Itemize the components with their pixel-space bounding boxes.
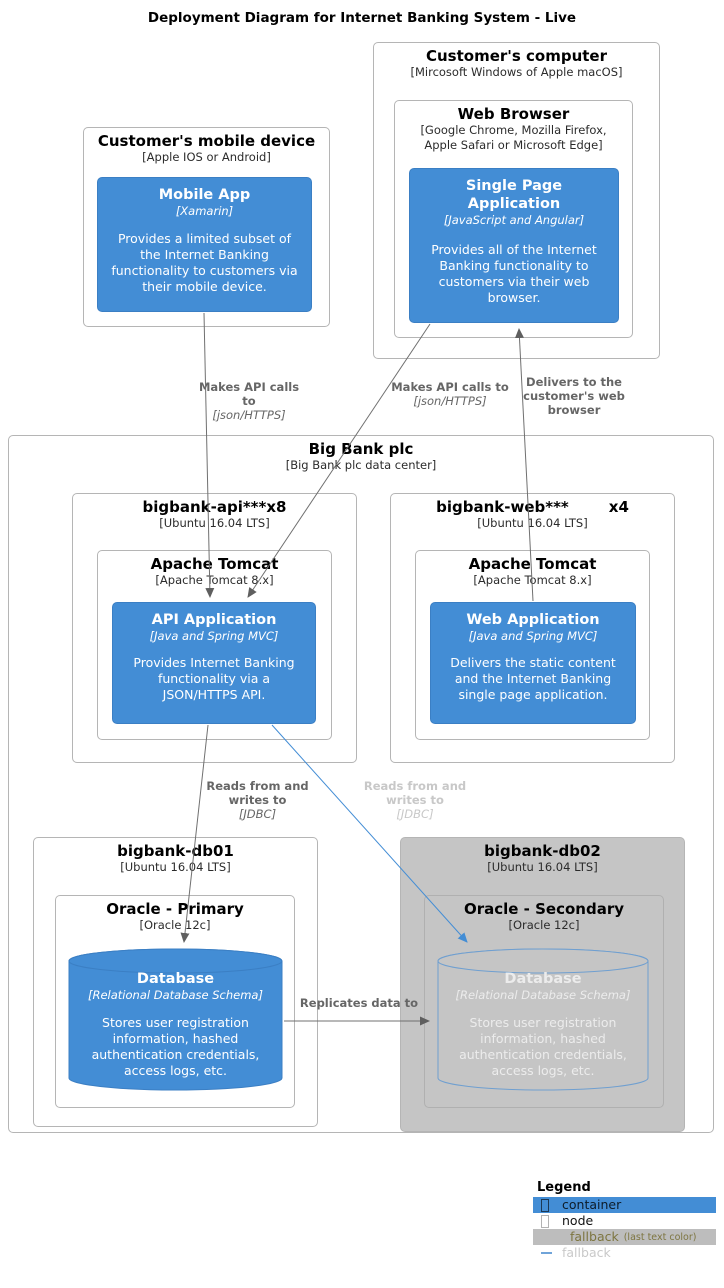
node-subtitle: [Oracle 12c] [139,918,211,933]
relationship-label-web-to-spa: Delivers to the customer's web browser [523,375,625,417]
node-title: Oracle - Secondary [463,900,625,918]
relationship-label-api-to-db2: Reads from and writes to [JDBC] [363,779,467,821]
node-title: bigbank-web*** [436,498,569,516]
legend-row-container: container [533,1197,716,1213]
node-subtitle: [Oracle 12c] [508,918,580,933]
node-title: Apache Tomcat [468,555,597,573]
node-subtitle: [Mircosoft Windows of Apple macOS] [410,65,623,80]
container-web-application: Web Application [Java and Spring MVC] De… [430,602,636,724]
node-title: Customer's mobile device [97,132,316,150]
node-title: Customer's computer [425,47,608,65]
node-subtitle: [Apple IOS or Android] [142,150,271,165]
database-cylinder-icon [437,948,649,1091]
diagram-title: Deployment Diagram for Internet Banking … [147,10,577,26]
legend-fallback-note: (last text color) [623,1231,697,1243]
node-subtitle: [Apache Tomcat 8.x] [473,573,592,588]
container-glyph-icon [541,1198,549,1212]
relationship-label-api-to-db1: Reads from and writes to [JDBC] [206,779,309,821]
container-technology: [Java and Spring MVC] [468,629,598,644]
node-subtitle: [Google Chrome, Mozilla Firefox, Apple S… [420,123,607,152]
container-description: Stores user registration information, ha… [459,1014,627,1078]
container-title: Web Application [466,612,600,628]
node-title: Oracle - Primary [106,900,244,918]
node-title: Web Browser [457,105,570,123]
node-subtitle: [Ubuntu 16.04 LTS] [477,516,588,531]
node-subtitle: [Apache Tomcat 8.x] [155,573,274,588]
node-instance-count: x4 [608,498,629,516]
legend-title: Legend [537,1180,591,1195]
container-technology: [Relational Database Schema] [88,988,263,1003]
node-subtitle: [Ubuntu 16.04 LTS] [120,860,231,875]
container-title: API Application [151,612,277,628]
container-technology: [Relational Database Schema] [455,988,631,1003]
legend: Legend container node fallback (last tex… [533,1180,716,1261]
container-technology: [JavaScript and Angular] [443,213,585,228]
container-title: Mobile App [158,187,251,203]
legend-row-node: node [533,1213,716,1229]
node-glyph-icon [541,1214,549,1228]
container-technology: [Xamarin] [175,204,234,219]
node-subtitle: [Ubuntu 16.04 LTS] [159,516,270,531]
fallback-line-icon [541,1252,552,1254]
node-subtitle: [Ubuntu 16.04 LTS] [487,860,598,875]
container-description: Provides all of the Internet Banking fun… [431,242,597,306]
container-title: Database [136,971,215,987]
container-database-primary: Database [Relational Database Schema] St… [68,948,283,1091]
container-single-page-application: Single Page Application [JavaScript and … [409,168,619,323]
relationship-label-mobile-to-api: Makes API calls to [json/HTTPS] [198,380,300,422]
node-title: Apache Tomcat [150,555,279,573]
node-subtitle: [Big Bank plc data center] [285,458,437,473]
container-description: Stores user registration information, ha… [91,1014,260,1078]
container-title: Database [504,971,582,987]
container-technology: [Java and Spring MVC] [149,629,279,644]
legend-row-fallback-line: fallback [533,1245,716,1261]
node-title: bigbank-api***x8 [142,498,287,516]
container-title: Single Page Application [465,178,563,213]
node-title: bigbank-db02 [484,842,601,860]
container-api-application: API Application [Java and Spring MVC] Pr… [112,602,316,724]
container-description: Delivers the static content and the Inte… [450,654,616,702]
node-title: bigbank-db01 [117,842,234,860]
container-description: Provides Internet Banking functionality … [133,654,295,702]
relationship-label-db1-to-db2: Replicates data to [299,996,419,1010]
node-title: Big Bank plc [308,440,414,458]
legend-row-fallback: fallback (last text color) [533,1229,716,1245]
container-mobile-app: Mobile App [Xamarin] Provides a limited … [97,177,312,312]
container-database-secondary: Database [Relational Database Schema] St… [437,948,649,1091]
container-description: Provides a limited subset of the Interne… [111,230,298,294]
database-cylinder-icon [68,948,283,1091]
relationship-label-spa-to-api: Makes API calls to [json/HTTPS] [391,380,509,408]
